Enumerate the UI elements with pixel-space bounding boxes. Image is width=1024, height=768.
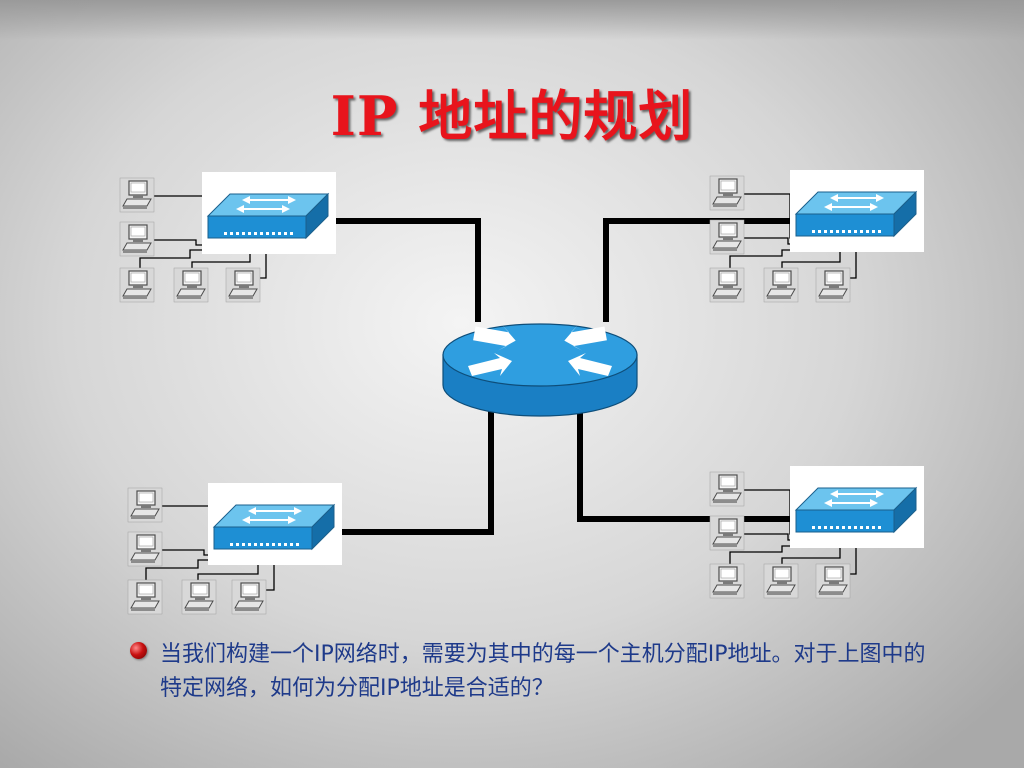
pc-icon	[119, 221, 155, 257]
pc-icon	[763, 267, 799, 303]
pc-icon	[709, 219, 745, 255]
pc-icon	[231, 579, 267, 615]
uplink-top-left	[318, 218, 481, 322]
pc-icon	[815, 267, 851, 303]
switch-icon-bottom-right	[789, 465, 925, 549]
segment-bottom-left	[127, 482, 343, 615]
pc-icon	[815, 563, 851, 599]
pc-icon	[709, 471, 745, 507]
switch-icon-bottom-left	[207, 482, 343, 566]
pc-icon	[173, 267, 209, 303]
segment-top-left	[119, 171, 337, 303]
pc-icon	[127, 579, 163, 615]
uplink-bottom-left	[338, 410, 494, 535]
pc-icon	[225, 267, 261, 303]
router-icon	[442, 323, 638, 417]
bullet-dot-icon	[130, 642, 147, 659]
slide-title: IP 地址的规划	[330, 84, 694, 148]
uplink-bottom-right	[577, 410, 800, 522]
pc-icon	[127, 531, 163, 567]
switch-icon-top-left	[201, 171, 337, 255]
pc-icon	[119, 177, 155, 213]
segment-top-right	[709, 169, 925, 303]
pc-icon	[763, 563, 799, 599]
pc-icon	[709, 515, 745, 551]
pc-icon	[119, 267, 155, 303]
pc-icon	[127, 487, 163, 523]
pc-icon	[181, 579, 217, 615]
pc-icon	[709, 267, 745, 303]
bullet-text: 当我们构建一个IP网络时，需要为其中的每一个主机分配IP地址。对于上图中的特定网…	[160, 642, 926, 701]
segment-bottom-right	[709, 465, 925, 599]
pc-icon	[709, 563, 745, 599]
pc-icon	[709, 175, 745, 211]
top-band	[0, 0, 1024, 40]
switch-icon-top-right	[789, 169, 925, 253]
